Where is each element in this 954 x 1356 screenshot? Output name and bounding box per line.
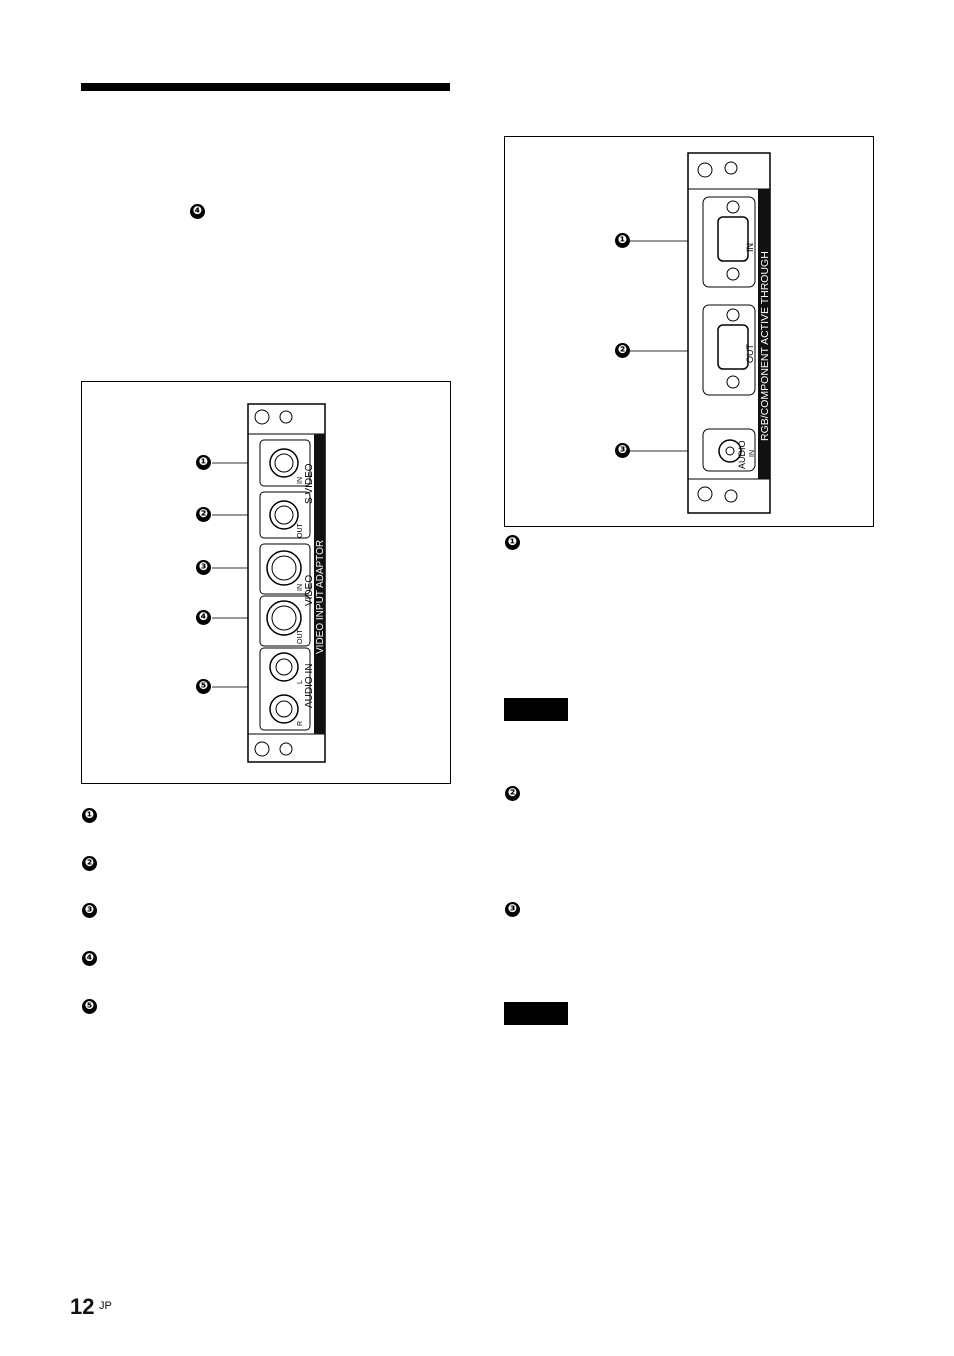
callout-marker-1: ❶: [615, 233, 630, 248]
note-heading-bar: [504, 698, 568, 721]
desc-marker-5: ❺: [82, 999, 97, 1014]
inline-ref-marker-4: ❹: [190, 204, 205, 219]
desc-marker-2: ❷: [505, 786, 520, 801]
desc-marker-1: ❶: [505, 535, 520, 550]
callout-marker-3: ❸: [615, 443, 630, 458]
callout-marker-2: ❷: [196, 507, 211, 522]
label-s-video: S VIDEO: [304, 463, 315, 504]
rgb-component-panel-illustration: IN OUT AUDIO IN RGB/COMPONENT ACTIVE THR…: [630, 152, 771, 514]
label-in: IN: [745, 243, 755, 252]
video-adaptor-panel-illustration: IN OUT IN OUT L R S VIDEO VIDEO AUDIO IN…: [212, 403, 326, 763]
rgb-component-diagram: IN OUT AUDIO IN RGB/COMPONENT ACTIVE THR…: [504, 136, 874, 527]
label-in-small-video: IN: [297, 584, 304, 591]
label-out-small: OUT: [297, 523, 304, 539]
label-out-small-video: OUT: [297, 629, 304, 645]
page-number-suffix: JP: [99, 1300, 112, 1312]
video-input-adaptor-diagram: IN OUT IN OUT L R S VIDEO VIDEO AUDIO IN…: [81, 381, 451, 784]
callout-marker-1: ❶: [196, 455, 211, 470]
label-audio-in: AUDIO IN: [304, 664, 315, 708]
desc-marker-4: ❹: [82, 951, 97, 966]
desc-marker-1: ❶: [82, 808, 97, 823]
label-r-small: R: [297, 721, 304, 726]
desc-marker-2: ❷: [82, 856, 97, 871]
callout-marker-2: ❷: [615, 343, 630, 358]
panel-title-video-input-adaptor: VIDEO INPUT ADAPTOR: [315, 540, 326, 654]
callout-marker-4: ❹: [196, 610, 211, 625]
label-video: VIDEO: [304, 575, 315, 606]
label-in-small: IN: [297, 477, 304, 484]
panel-title-rgb-component: RGB/COMPONENT ACTIVE THROUGH: [759, 251, 771, 441]
desc-marker-3: ❸: [82, 903, 97, 918]
label-out: OUT: [745, 344, 755, 364]
desc-marker-3: ❸: [505, 902, 520, 917]
note-heading-bar: [504, 1002, 568, 1025]
label-audio: AUDIO: [737, 440, 747, 469]
label-l-small: L: [297, 680, 304, 684]
page-number: 12: [70, 1294, 95, 1319]
label-audio-in-small: IN: [749, 450, 756, 457]
callout-marker-3: ❸: [196, 560, 211, 575]
callout-marker-5: ❺: [196, 679, 211, 694]
section-heading-rule: [81, 83, 450, 91]
